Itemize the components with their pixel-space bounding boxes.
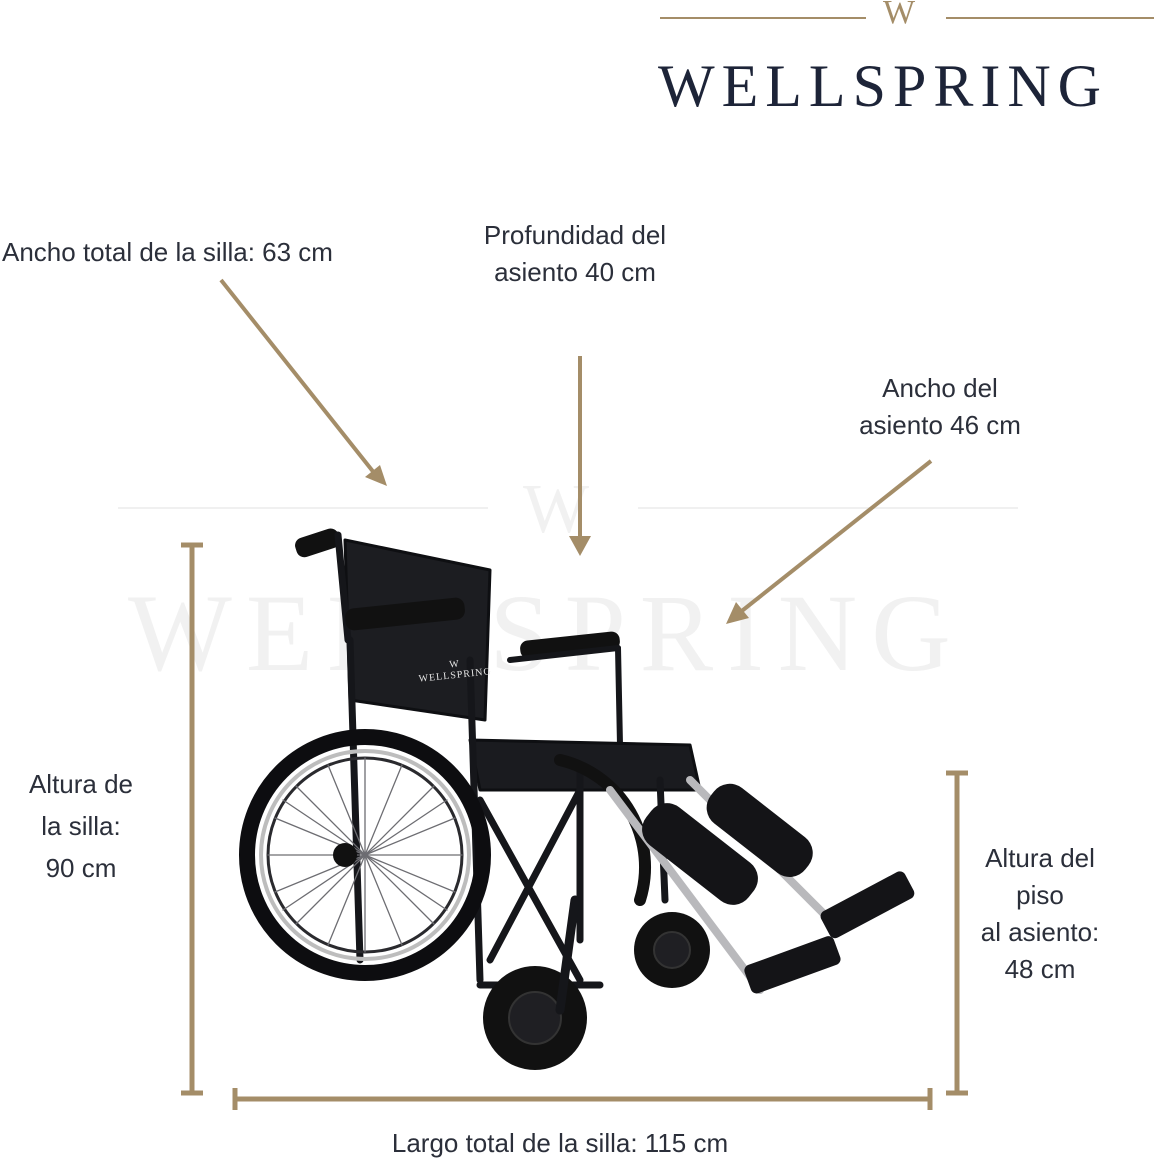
- label-seat-width: Ancho del asiento 46 cm: [859, 373, 1021, 440]
- watermark: W WELLSPRING: [118, 470, 1018, 700]
- brand-monogram: W: [883, 0, 916, 31]
- arrow-down-icon: [569, 356, 591, 556]
- brand-logo: W WELLSPRING: [650, 0, 1156, 130]
- leg-rest-left: [606, 786, 841, 994]
- label-seat-depth: Profundidad del asiento 40 cm: [483, 220, 667, 287]
- watermark-rule-right: [638, 507, 1018, 509]
- armrest-right: [520, 631, 620, 659]
- wheelchair-icon: [239, 528, 915, 1070]
- push-handle: [295, 528, 340, 558]
- arrow-down-right-icon: [219, 278, 387, 486]
- logo-rule-left: [660, 17, 866, 19]
- logo-rule-right: [946, 17, 1154, 19]
- brand-wordmark: WELLSPRING: [658, 53, 1108, 119]
- label-overall-width: Ancho total de la silla: 63 cm: [2, 237, 333, 267]
- dimension-chair-height: [181, 542, 203, 1096]
- watermark-rule-left: [118, 507, 488, 509]
- front-caster-right: [634, 912, 710, 988]
- watermark-wordmark: WELLSPRING: [128, 572, 965, 694]
- label-chair-height: Altura de la silla: 90 cm: [28, 769, 134, 883]
- dimension-overall-length: [232, 1088, 933, 1110]
- dimension-floor-to-seat: [946, 770, 968, 1096]
- front-caster-left: [483, 895, 587, 1070]
- label-overall-length: Largo total de la silla: 115 cm: [391, 1128, 729, 1158]
- leg-rest-right: [686, 776, 915, 939]
- rear-wheel: [239, 729, 491, 981]
- arrow-down-left-icon: [726, 459, 933, 624]
- armrest-left: [345, 597, 465, 631]
- label-floor-to-seat: Altura del piso al asiento: 48 cm: [980, 843, 1100, 984]
